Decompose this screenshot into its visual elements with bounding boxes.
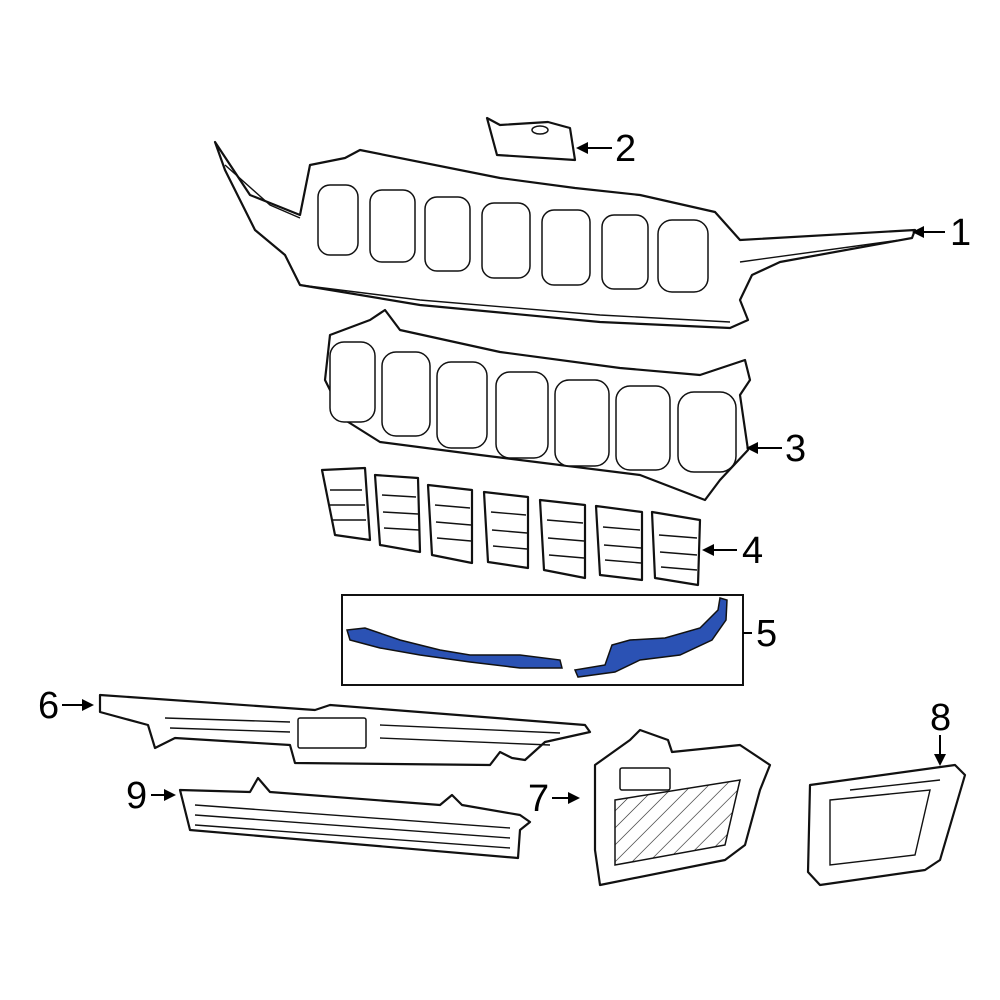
part-5-molding-set[interactable] [341, 594, 744, 686]
part-2-bracket[interactable] [485, 116, 577, 162]
part-1-grille-reinforcement[interactable] [213, 140, 917, 330]
callout-2: 2 [615, 128, 636, 170]
part-4-grille-inserts[interactable] [320, 466, 702, 587]
callout-1: 1 [950, 212, 971, 254]
left-molding [346, 627, 563, 669]
callout-4: 4 [742, 530, 763, 572]
part-8-bezel-trim[interactable] [806, 763, 967, 887]
leader-lines [62, 142, 946, 804]
part-7-fog-lamp-bezel[interactable] [593, 728, 772, 887]
callout-8: 8 [930, 697, 951, 739]
right-molding [573, 597, 728, 678]
callout-7: 7 [528, 778, 549, 820]
callout-6: 6 [38, 685, 59, 727]
callout-labels: 1 2 3 4 5 6 7 8 9 [38, 128, 971, 820]
part-3-grille-frame[interactable] [323, 308, 752, 502]
callout-9: 9 [126, 775, 147, 817]
callout-3: 3 [785, 428, 806, 470]
part-9-lower-grille[interactable] [178, 776, 532, 860]
part-6-lower-grille-upper[interactable] [98, 693, 592, 767]
callout-5: 5 [756, 613, 777, 655]
